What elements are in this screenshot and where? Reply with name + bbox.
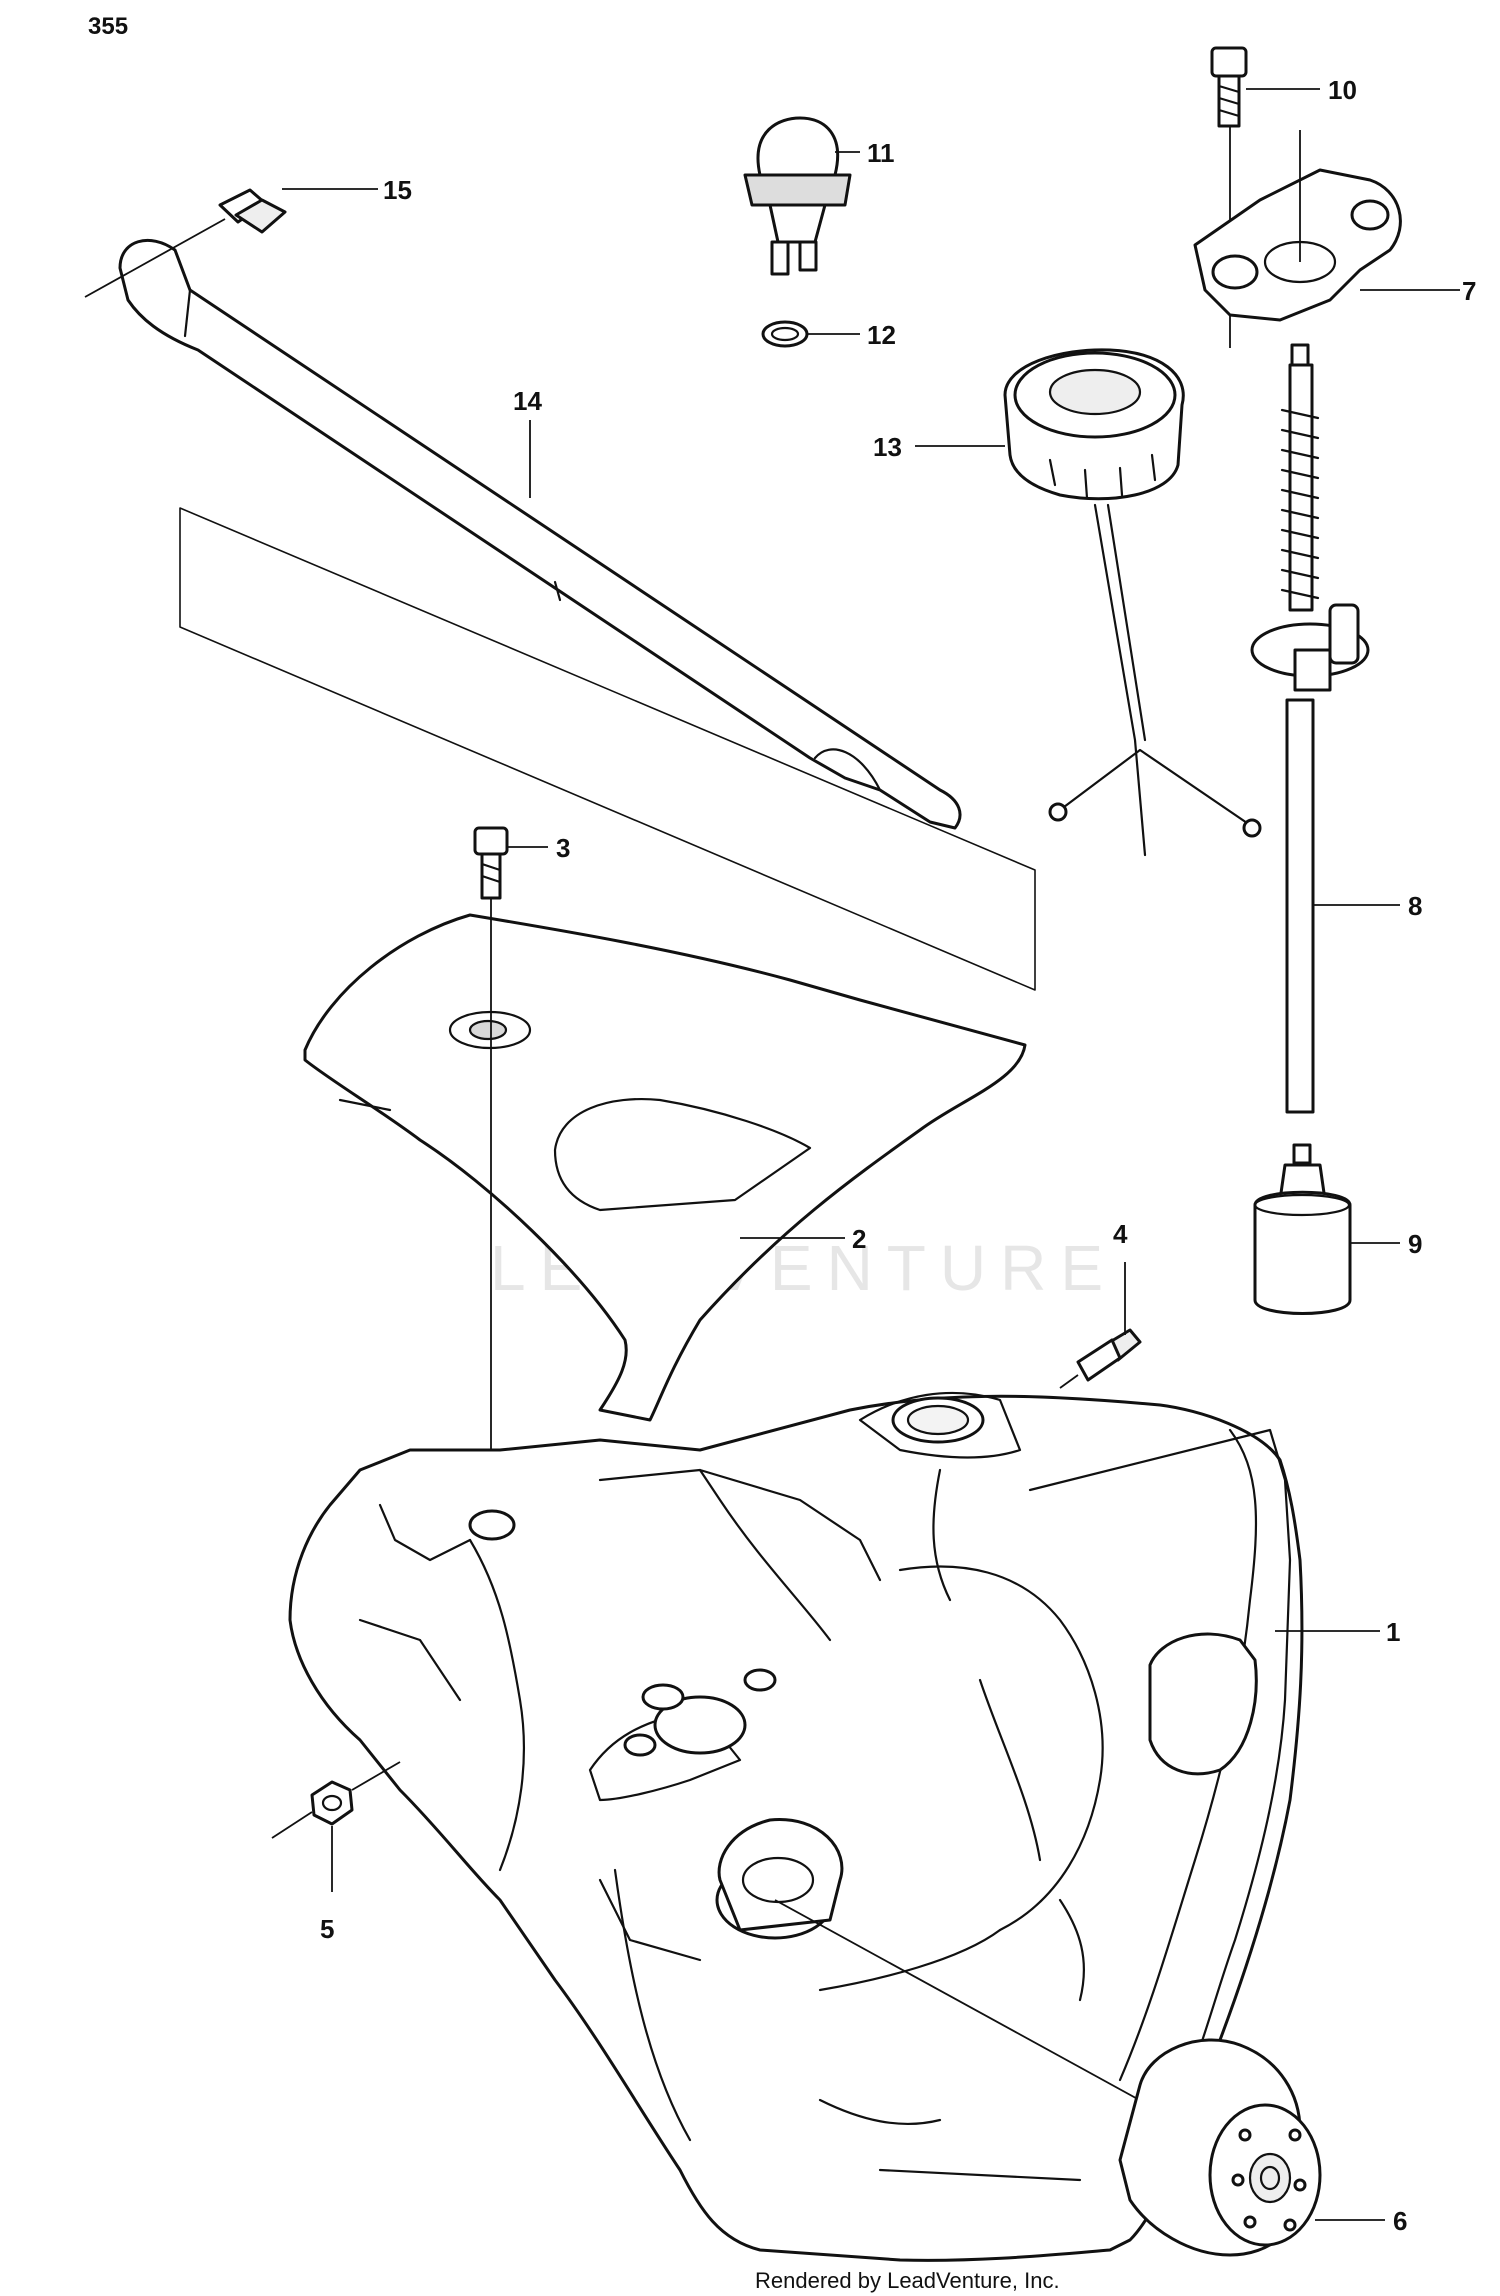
part-15-screw xyxy=(84,188,287,298)
callout-13: 13 xyxy=(873,432,902,462)
callout-8: 8 xyxy=(1408,891,1422,921)
callout-14: 14 xyxy=(513,386,542,416)
callout-labels: 1 2 3 4 5 6 7 8 9 10 11 12 13 14 15 xyxy=(320,75,1476,2236)
part-13-fuel-cap xyxy=(1003,348,1262,857)
callout-4: 4 xyxy=(1113,1219,1128,1249)
part-14-handle-bar xyxy=(118,238,1036,991)
page-number: 355 xyxy=(88,13,128,40)
part-5-nut xyxy=(271,1761,401,1892)
part-7-bracket xyxy=(1193,126,1402,348)
part-6-muffler-insert xyxy=(774,1899,1322,2257)
callout-6: 6 xyxy=(1393,2206,1407,2236)
part-11-primer-bulb xyxy=(743,116,852,276)
callout-9: 9 xyxy=(1408,1229,1422,1259)
part-10-screw xyxy=(1210,46,1248,128)
callout-2: 2 xyxy=(852,1224,866,1254)
part-1-fuel-tank-housing xyxy=(288,1391,1304,2262)
part-9-fuel-filter xyxy=(1253,1143,1352,1315)
callout-11: 11 xyxy=(867,138,895,168)
part-8-pickup-tube xyxy=(1250,343,1370,1114)
part-12-hose-clamp xyxy=(761,320,809,348)
callout-3: 3 xyxy=(556,833,570,863)
leader-lines xyxy=(282,88,1460,2221)
callout-5: 5 xyxy=(320,1914,334,1944)
callout-15: 15 xyxy=(383,175,412,205)
part-4-screw xyxy=(1059,1262,1142,1389)
credit-text: Rendered by LeadVenture, Inc. xyxy=(755,2268,1060,2293)
part-2-tank-cover xyxy=(303,913,1027,1422)
callout-7: 7 xyxy=(1462,276,1476,306)
callout-1: 1 xyxy=(1386,1617,1400,1647)
part-3-screw xyxy=(473,826,509,1530)
callout-12: 12 xyxy=(867,320,896,350)
callout-10: 10 xyxy=(1328,75,1357,105)
